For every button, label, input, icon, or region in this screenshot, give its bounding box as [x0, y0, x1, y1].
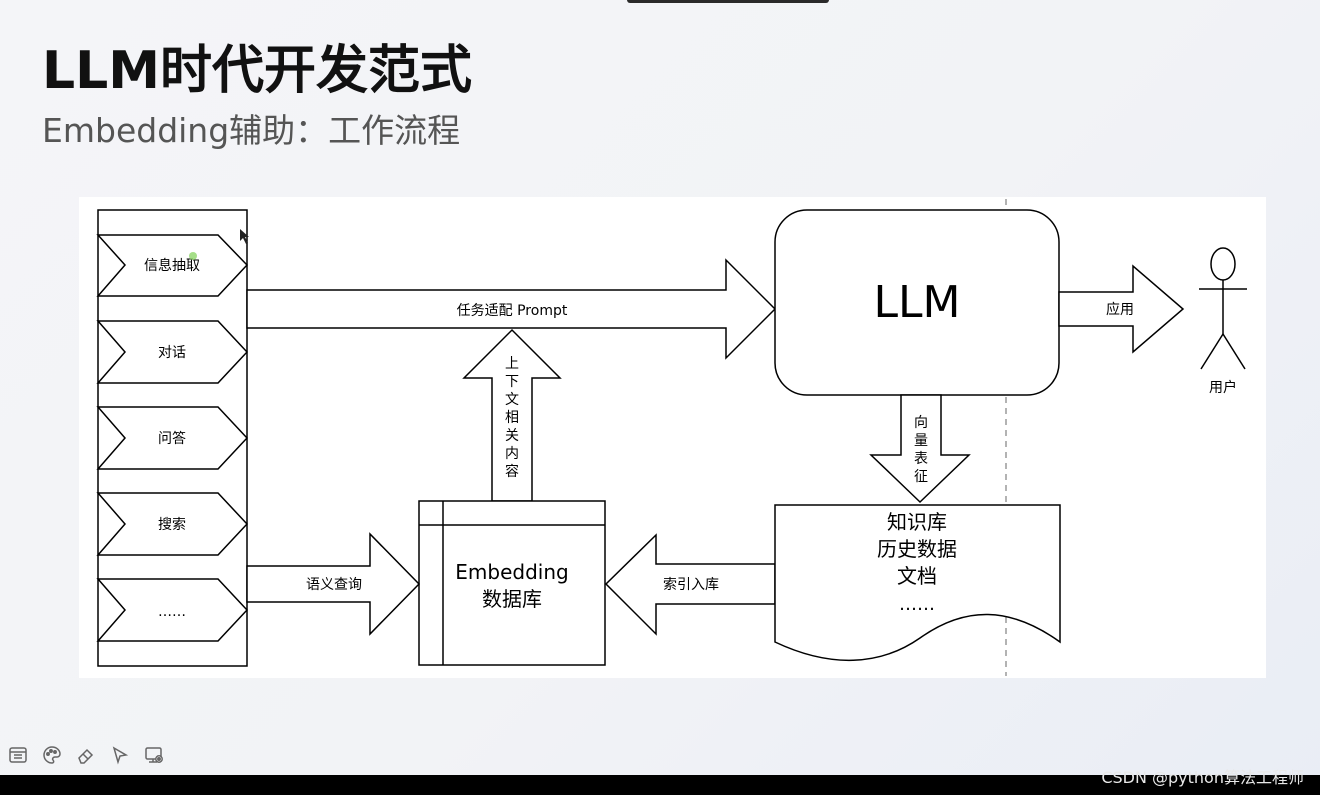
task-item: 搜索 — [96, 492, 249, 556]
vector-arrow — [869, 394, 971, 504]
vector-char: 表 — [914, 451, 928, 467]
vector-char: 征 — [914, 469, 928, 485]
context-char: 文 — [505, 392, 519, 408]
index-arrow — [604, 533, 776, 636]
window-icon[interactable] — [6, 743, 30, 767]
task-item: 信息抽取 — [96, 234, 249, 297]
query-arrow — [246, 532, 421, 636]
vector-char: 量 — [914, 433, 928, 449]
query-arrow-label: 语义查询 — [306, 577, 362, 593]
watermark: CSDN @python算法工程师 — [1101, 768, 1304, 787]
eraser-icon[interactable] — [74, 743, 98, 767]
knowledge-line: 文档 — [897, 564, 937, 588]
diagram-canvas — [79, 197, 1266, 678]
context-char: 相 — [505, 410, 519, 426]
task-label: 问答 — [158, 430, 186, 447]
task-label: 信息抽取 — [144, 257, 200, 274]
task-item: 对话 — [96, 320, 249, 384]
context-char: 下 — [505, 374, 519, 390]
prompt-arrow-label: 任务适配 Prompt — [457, 303, 568, 319]
context-arrow — [462, 328, 562, 502]
vector-char: 向 — [914, 415, 928, 431]
user-figure-icon — [1199, 247, 1247, 370]
palette-icon[interactable] — [40, 743, 64, 767]
context-char: 内 — [505, 446, 519, 462]
index-arrow-label: 索引入库 — [663, 576, 719, 593]
apply-arrow — [1058, 264, 1185, 354]
slide-subtitle: Embedding辅助：工作流程 — [42, 111, 461, 150]
task-item: 问答 — [96, 406, 249, 470]
embedding-db-box — [418, 500, 606, 666]
knowledge-line: 历史数据 — [877, 537, 957, 561]
prompt-arrow — [246, 258, 777, 360]
llm-label: LLM — [874, 277, 961, 328]
presentation-toolbar — [6, 743, 166, 767]
task-label: …… — [158, 604, 186, 620]
embedding-db-label: Embedding — [455, 560, 568, 584]
knowledge-line: 知识库 — [887, 510, 947, 534]
context-char: 上 — [505, 356, 519, 372]
embedding-db-label: 数据库 — [482, 587, 542, 611]
knowledge-document — [774, 504, 1061, 662]
task-item: …… — [96, 578, 249, 642]
knowledge-line: …… — [899, 594, 935, 615]
user-label: 用户 — [1209, 379, 1237, 396]
screen-icon[interactable] — [142, 743, 166, 767]
mouse-cursor-icon — [240, 229, 249, 244]
slide-title: LLM时代开发范式 — [42, 41, 473, 101]
cursor-dot — [189, 252, 197, 260]
context-char: 容 — [505, 463, 519, 480]
context-char: 关 — [505, 428, 519, 444]
pointer-icon[interactable] — [108, 743, 132, 767]
apply-arrow-label: 应用 — [1106, 301, 1134, 318]
task-label: 对话 — [158, 345, 186, 361]
task-label: 搜索 — [158, 516, 186, 533]
bottom-black-bar — [0, 775, 1320, 795]
window-tab-indicator — [627, 0, 829, 3]
